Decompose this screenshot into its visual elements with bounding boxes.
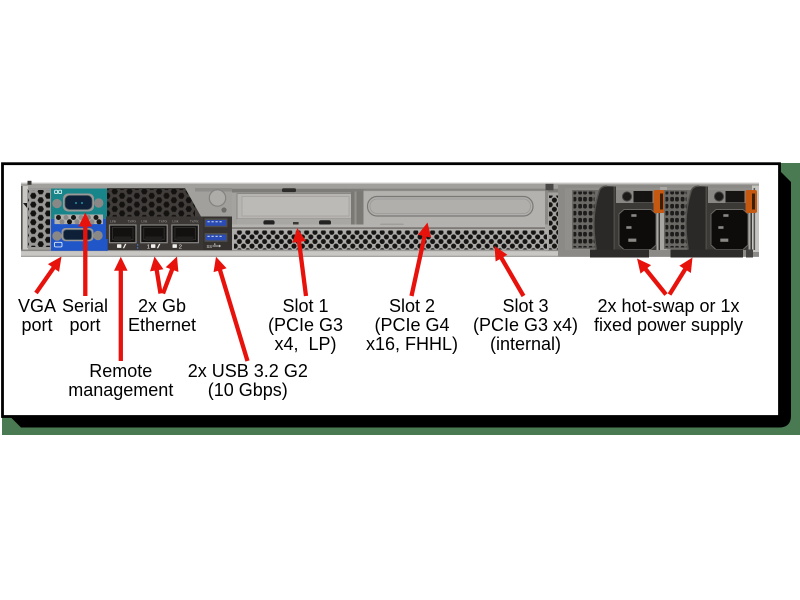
svg-text:Tx/Rx: Tx/Rx — [128, 219, 137, 223]
svg-text:Link: Link — [110, 219, 116, 223]
svg-text:SS: SS — [207, 244, 213, 249]
svg-text:1: 1 — [147, 244, 150, 250]
svg-text:2: 2 — [179, 244, 182, 250]
